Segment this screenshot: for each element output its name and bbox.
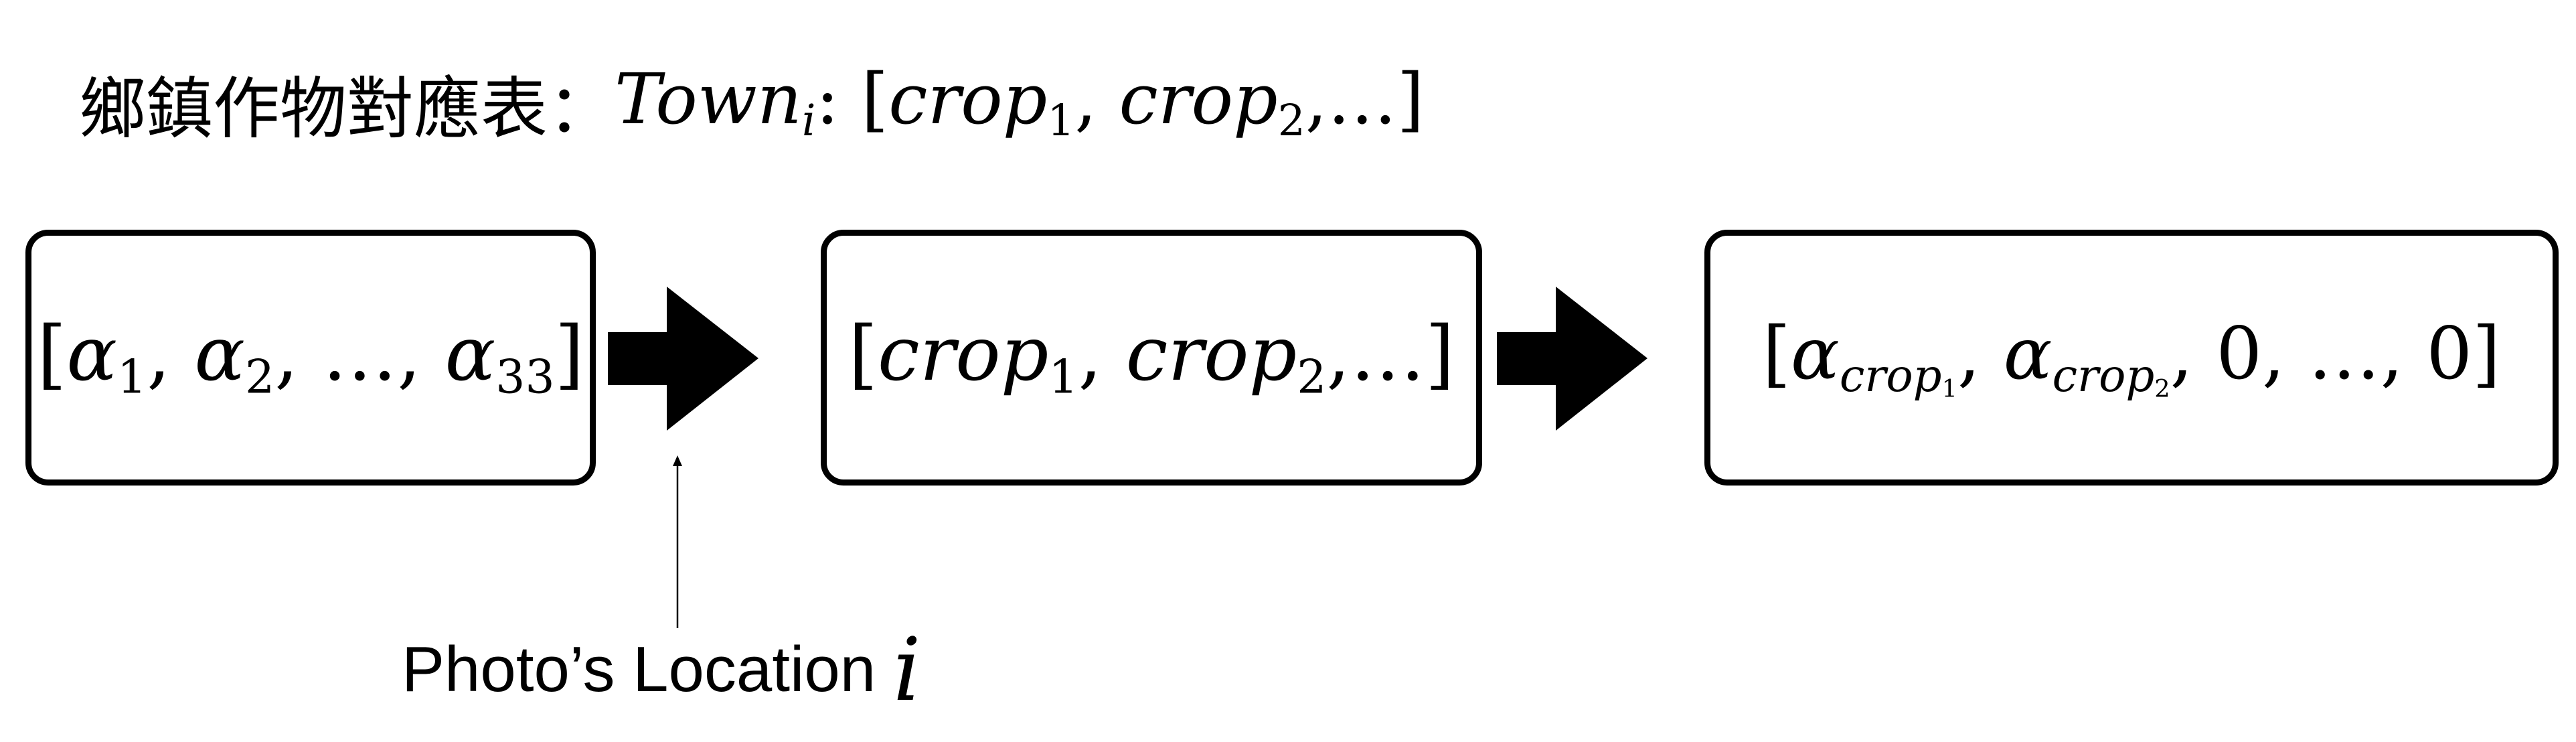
masked-vector-expression: [αcrop1, αcrop2, 0, …, 0] — [1763, 312, 2500, 403]
up-pointer-arrow-icon — [673, 455, 682, 628]
crop-mapping-title: 鄉鎮作物對應表： Towni: [crop1, crop2,…] — [79, 52, 1424, 153]
photo-location-label: Photo’s Location — [402, 634, 876, 705]
crop-list-tail: ,…] — [1305, 58, 1425, 141]
crop-list-box: [crop1, crop2,…] — [821, 230, 1482, 486]
alpha-2: α — [194, 311, 246, 398]
crop-step-item-1: crop — [878, 311, 1049, 398]
town-symbol: Town — [615, 58, 802, 141]
town-mapping-expression: Towni: [crop1, crop2,…] — [615, 58, 1424, 146]
masked-sub-crop-1: crop1 — [1839, 349, 1957, 403]
crop-sub-2: 2 — [1277, 96, 1305, 147]
masked-sub-crop-2: crop2 — [2052, 349, 2170, 403]
masked-tail: , 0, …, 0] — [2170, 312, 2501, 396]
crop-step-sub-1: 1 — [1048, 350, 1078, 404]
crop-list-expression: [crop1, crop2,…] — [848, 311, 1454, 404]
crop-step-tail: ,…] — [1326, 311, 1455, 398]
alpha-sub-1: 1 — [117, 350, 147, 404]
masked-sub-crop-2-text: crop — [2052, 349, 2155, 402]
alpha-sub-33: 33 — [495, 350, 555, 404]
crop-step-sub-2: 2 — [1297, 350, 1327, 404]
mapping-table-label: 鄉鎮作物對應表： — [79, 69, 615, 148]
crop-step-item-2: crop — [1125, 311, 1297, 398]
photo-location-caption: Photo’s Location i — [402, 619, 921, 721]
masked-alpha-vector-box: [αcrop1, αcrop2, 0, …, 0] — [1704, 230, 2559, 486]
right-arrow-icon — [1497, 287, 1647, 431]
crop-sub-1: 1 — [1047, 96, 1075, 147]
crop-open: [ — [848, 311, 878, 398]
masked-subsub-1: 1 — [1941, 374, 1957, 403]
alpha-comma-1: , — [147, 311, 195, 398]
crop-item-2: crop — [1119, 58, 1278, 141]
masked-subsub-2: 2 — [2154, 374, 2170, 403]
crop-step-comma: , — [1078, 311, 1126, 398]
alpha-vector-box: [α1, α2, …, α33] — [25, 230, 596, 486]
masked-alpha-2: α — [2003, 312, 2052, 396]
alpha-close: ] — [554, 311, 584, 398]
masked-sub-crop-1-text: crop — [1839, 349, 1942, 402]
crop-item-1: crop — [888, 58, 1048, 141]
alpha-vector-expression: [α1, α2, …, α33] — [37, 311, 584, 404]
alpha-open: [ — [37, 311, 67, 398]
crop-comma-1: , — [1074, 58, 1119, 141]
masked-alpha-1: α — [1790, 312, 1840, 396]
masked-comma-1: , — [1957, 312, 2004, 396]
alpha-1: α — [66, 311, 117, 398]
right-arrow-icon — [608, 287, 758, 431]
alpha-ellipsis: , …, — [274, 311, 445, 398]
alpha-33: α — [445, 311, 496, 398]
town-index: i — [801, 96, 816, 147]
mapping-colon: : — [815, 58, 839, 141]
alpha-sub-2: 2 — [245, 350, 275, 404]
location-variable: i — [893, 619, 921, 721]
masked-open: [ — [1762, 312, 1791, 396]
crop-list-open: [ — [861, 58, 889, 141]
